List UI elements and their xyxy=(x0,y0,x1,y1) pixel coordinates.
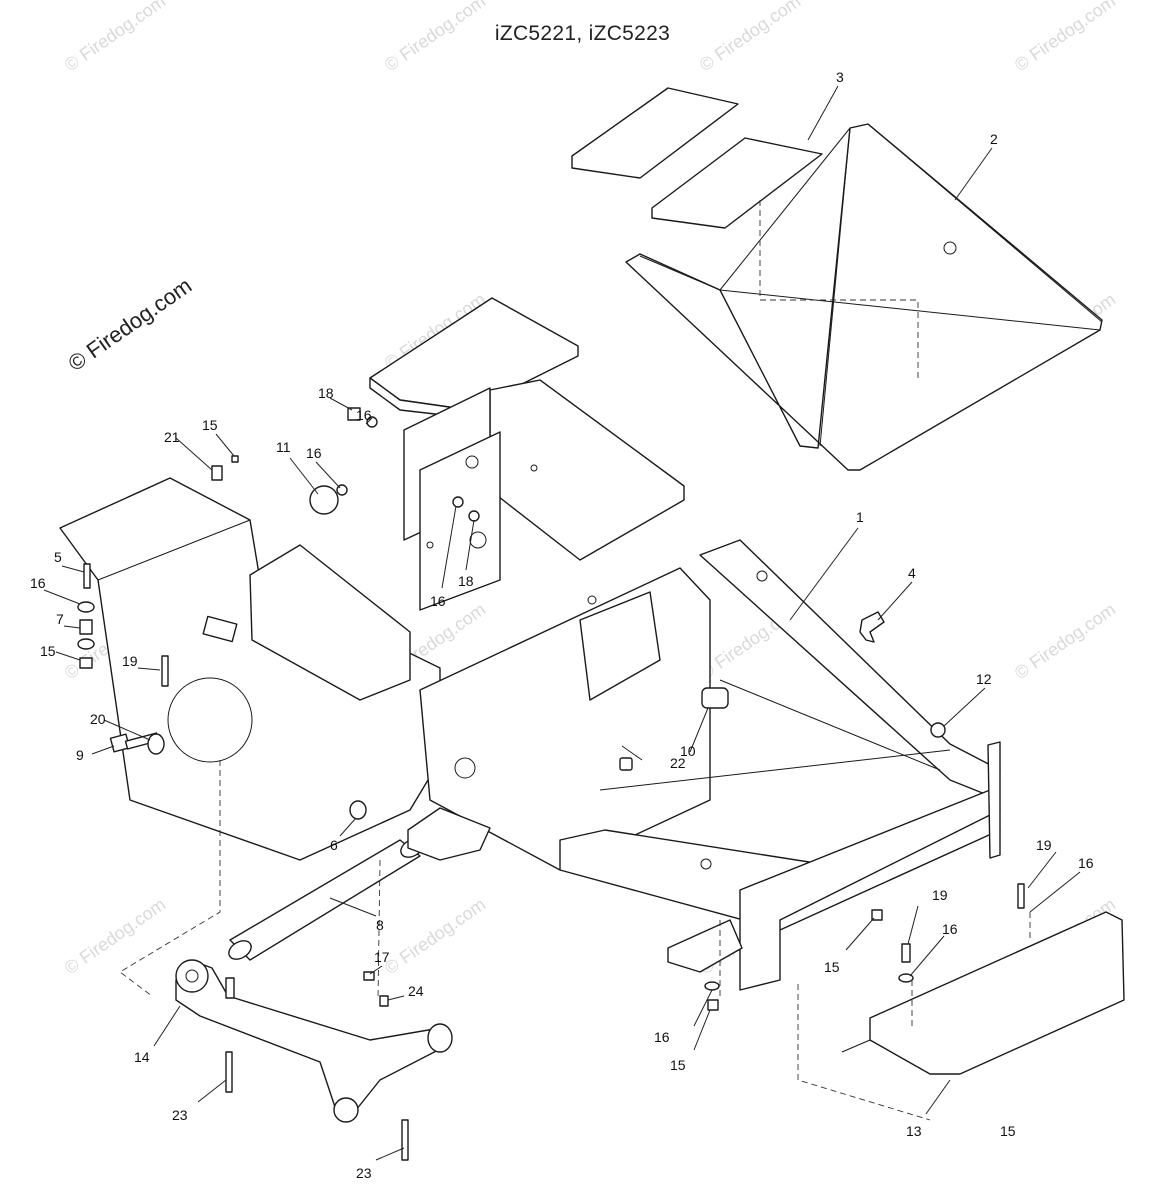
callout-14: 14 xyxy=(134,1049,150,1065)
callout-18: 18 xyxy=(458,573,474,589)
callout-5: 5 xyxy=(54,549,62,565)
callout-6: 6 xyxy=(330,837,338,853)
callout-21: 21 xyxy=(164,429,180,445)
callout-16: 16 xyxy=(1078,855,1094,871)
clip xyxy=(619,757,633,771)
callout-20: 20 xyxy=(90,711,106,727)
callout-17: 17 xyxy=(374,949,390,965)
wing-knob xyxy=(859,611,885,643)
leader-lines xyxy=(43,85,1081,1161)
callout-2: 2 xyxy=(990,131,998,147)
callout-12: 12 xyxy=(976,671,992,687)
watermark: © Firedog.com xyxy=(1011,0,1119,75)
callout-labels: 1 2 3 4 5 6 7 8 9 10 11 12 13 14 15 15 1… xyxy=(30,69,1094,1181)
bushing-6 xyxy=(349,800,367,820)
watermark: © Firedog.com xyxy=(381,0,489,75)
callout-15: 15 xyxy=(824,959,840,975)
watermark: © Firedog.com xyxy=(381,894,489,978)
plug xyxy=(930,722,946,738)
axle-shaft xyxy=(228,838,424,961)
watermark: © Firedog.com xyxy=(61,894,169,978)
fasteners xyxy=(77,407,1025,1161)
callout-10: 10 xyxy=(680,743,696,759)
callout-23: 23 xyxy=(172,1107,188,1123)
washer-20 xyxy=(147,733,165,755)
callout-3: 3 xyxy=(836,69,844,85)
callout-4: 4 xyxy=(908,565,916,581)
callout-8: 8 xyxy=(376,917,384,933)
callout-15: 15 xyxy=(1000,1123,1016,1139)
callout-11: 11 xyxy=(276,439,291,455)
callout-16: 16 xyxy=(30,575,46,591)
callout-19: 19 xyxy=(932,887,948,903)
callout-9: 9 xyxy=(76,747,84,763)
watermark: © Firedog.com xyxy=(1011,599,1119,683)
callout-15: 15 xyxy=(40,643,56,659)
callout-16: 16 xyxy=(306,445,322,461)
diagram-title: iZC5221, iZC5223 xyxy=(494,22,671,45)
callout-1: 1 xyxy=(856,509,864,525)
floor-pan xyxy=(625,123,1103,471)
callout-18: 18 xyxy=(318,385,334,401)
callout-13: 13 xyxy=(906,1123,922,1139)
pivot-bracket xyxy=(407,807,491,861)
assembly-lines xyxy=(119,760,1031,1026)
callout-16: 16 xyxy=(942,921,958,937)
callout-15: 15 xyxy=(670,1057,686,1073)
watermark: © Firedog.com xyxy=(61,0,169,75)
callout-23: 23 xyxy=(356,1165,372,1181)
callout-24: 24 xyxy=(408,983,424,999)
watermark: © Firedog.com xyxy=(696,0,804,75)
watermark-main: © Firedog.com xyxy=(64,273,197,376)
callout-7: 7 xyxy=(56,611,64,627)
floor-mats xyxy=(571,87,823,229)
grommet xyxy=(701,687,729,709)
callout-19: 19 xyxy=(122,653,138,669)
callout-15: 15 xyxy=(202,417,218,433)
callout-22: 22 xyxy=(670,755,686,771)
front-axle-beam xyxy=(175,959,453,1123)
callout-19: 19 xyxy=(1036,837,1052,853)
side-shield xyxy=(797,911,1125,1121)
callout-16: 16 xyxy=(654,1029,670,1045)
callout-16: 16 xyxy=(430,593,446,609)
main-frame xyxy=(59,297,1001,991)
callout-16: 16 xyxy=(356,407,372,423)
